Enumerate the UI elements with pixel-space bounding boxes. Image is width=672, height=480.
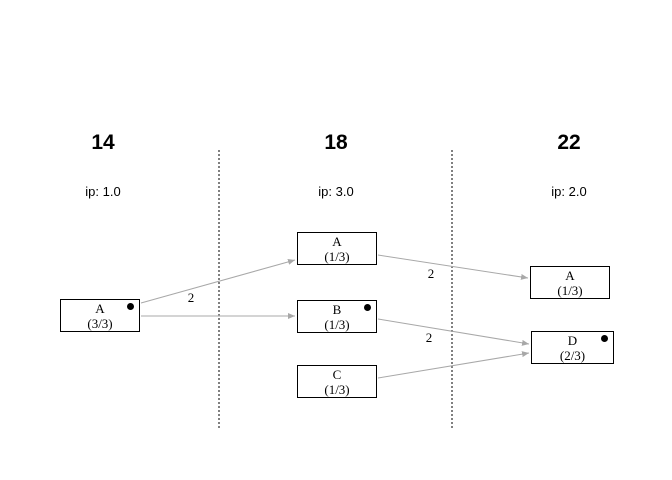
node-fraction: (1/3): [324, 249, 350, 264]
node-name: D: [567, 333, 578, 348]
node-fraction: (1/3): [557, 283, 583, 298]
node-fraction: (3/3): [87, 316, 113, 331]
edge-a14-a18: [140, 258, 296, 304]
marker-dot-icon: [364, 304, 371, 311]
node-fraction: (1/3): [324, 382, 350, 397]
node-a22: A (1/3): [530, 266, 610, 299]
edge-c18-d22: [377, 351, 530, 379]
ip-label-22: ip: 2.0: [551, 184, 587, 199]
node-name: A: [95, 301, 105, 316]
node-name: C: [332, 367, 342, 382]
node-c18: C (1/3): [297, 365, 377, 398]
node-fraction: (1/3): [324, 317, 350, 332]
node-a18: A (1/3): [297, 232, 377, 265]
edge-weight-b18-d22: 2: [425, 330, 433, 345]
edge-a18-a22: [377, 254, 529, 280]
edge-weight-a18-a22: 2: [427, 266, 435, 281]
marker-dot-icon: [601, 335, 608, 342]
node-a14: A (3/3): [60, 299, 140, 332]
ip-label-18: ip: 3.0: [318, 184, 354, 199]
node-b18: B (1/3): [297, 300, 377, 333]
column-header-14: 14: [91, 131, 115, 154]
ip-label-14: ip: 1.0: [85, 184, 121, 199]
column-header-22: 22: [557, 131, 581, 154]
column-header-18: 18: [324, 131, 348, 154]
node-name: A: [565, 268, 575, 283]
edge-b18-d22: [377, 318, 530, 346]
node-name: A: [332, 234, 342, 249]
node-fraction: (2/3): [559, 348, 586, 363]
node-name: B: [332, 302, 342, 317]
node-d22: D (2/3): [531, 331, 614, 364]
marker-dot-icon: [127, 303, 134, 310]
edge-weight-a14-a18: 2: [187, 290, 195, 305]
